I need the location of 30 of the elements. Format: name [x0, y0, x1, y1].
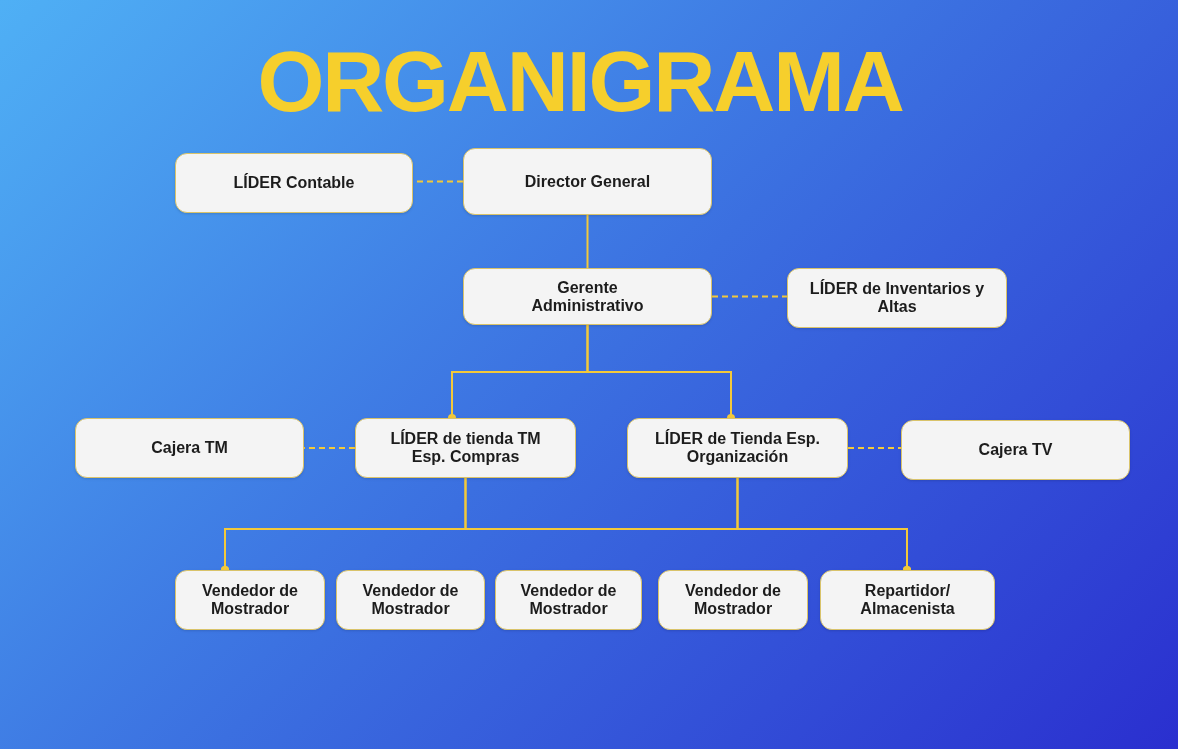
role-title: Vendedor de Mostrador	[361, 582, 460, 618]
org-box	[627, 418, 848, 478]
role-title: LÍDER de tienda TM Esp. Compras	[389, 430, 542, 466]
role-title: LÍDER Contable	[232, 174, 356, 192]
org-box	[658, 570, 808, 630]
org-box	[495, 570, 642, 630]
connector-line	[586, 214, 589, 269]
org-box	[355, 418, 576, 478]
role-title: Director General	[523, 172, 652, 191]
org-box	[463, 268, 712, 325]
org-box	[820, 570, 995, 630]
org-box	[463, 148, 712, 215]
role-title: LÍDER de Inventarios y Altas	[809, 280, 985, 316]
org-box	[336, 570, 485, 630]
role-title: Vendedor de Mostrador	[519, 582, 618, 618]
role-title: Vendedor de Mostrador	[201, 582, 299, 618]
connector-line	[711, 295, 788, 298]
role-title: Gerente Administrativo	[530, 278, 645, 315]
role-title: LÍDER de Tienda Esp. Organización	[653, 430, 822, 466]
org-box	[787, 268, 1007, 328]
role-title: Vendedor de Mostrador	[684, 582, 782, 618]
title: ORGANIGRAMA	[256, 38, 904, 124]
role-title: Cajera TV	[977, 441, 1054, 459]
org-box	[901, 420, 1130, 480]
org-box	[75, 418, 304, 478]
role-title: Cajera TM	[150, 439, 229, 457]
role-title: Repartidor/ Almacenista	[859, 582, 956, 618]
connector-line	[847, 447, 902, 449]
org-box	[175, 570, 325, 630]
org-box	[175, 153, 413, 213]
